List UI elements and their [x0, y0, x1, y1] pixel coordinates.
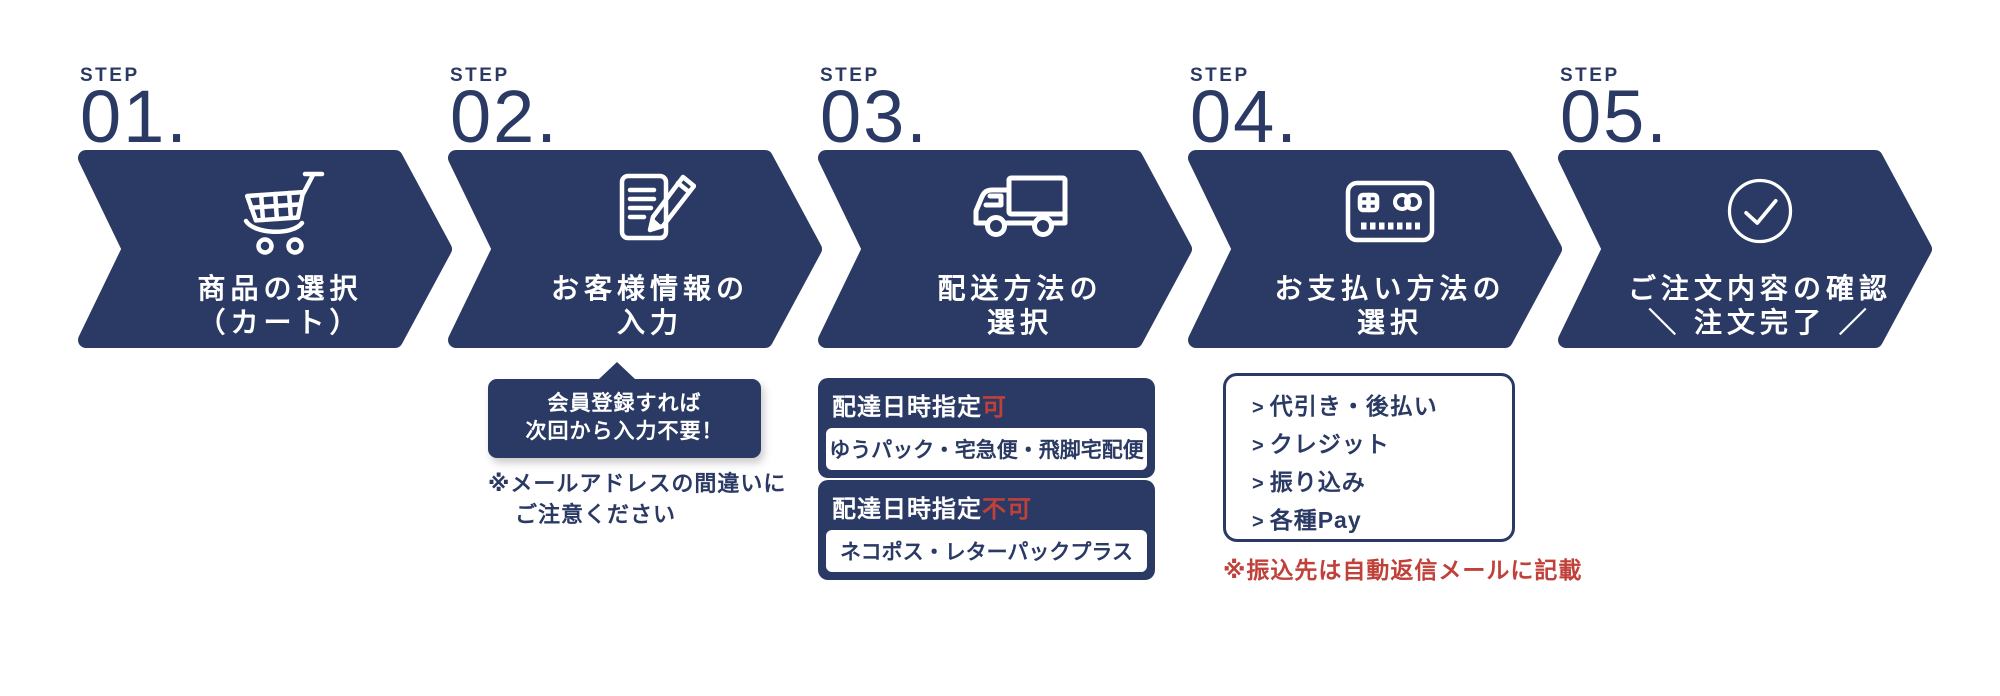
- chevron-right-icon: >: [1252, 473, 1265, 495]
- delivery-ok-flag: 可: [982, 394, 1007, 421]
- step-label: 配送方法の 選択: [937, 273, 1103, 338]
- chevron-right-icon: >: [1252, 397, 1265, 419]
- delivery-ng-carriers: ネコポス・レターパックプラス: [826, 530, 1147, 572]
- step-number: 01.: [80, 75, 189, 158]
- step-number: 04.: [1190, 75, 1299, 158]
- payment-option: >代引き・後払い: [1252, 393, 1438, 419]
- delivery-date-ok-box: 配達日時指定可 ゆうパック・宅急便・飛脚宅配便: [818, 378, 1155, 478]
- step-word: STEP: [1560, 65, 1620, 86]
- chevron-shape: [1558, 150, 1932, 348]
- chevron-shape: [78, 150, 452, 348]
- chevron-shape: [818, 150, 1192, 348]
- membership-tooltip: 会員登録すれば 次回から入力不要！: [488, 362, 761, 458]
- step-number: 03.: [820, 75, 929, 158]
- step-1-product-selection: STEP 01. 商品の選択 （カート）: [78, 66, 452, 348]
- tooltip-pointer: [599, 362, 635, 379]
- step-label: ご注文内容の確認 ＼ 注文完了 ／: [1627, 273, 1892, 338]
- delivery-ok-header: 配達日時指定: [832, 394, 982, 421]
- step-number: 02.: [450, 75, 559, 158]
- document-pencil-icon: [619, 173, 696, 241]
- delivery-ok-carriers: ゆうパック・宅急便・飛脚宅配便: [826, 428, 1147, 470]
- tooltip-line-2: 次回から入力不要！: [525, 420, 724, 443]
- step-5-order-confirmation: STEP 05. ご注文内容の確認 ＼ 注文完了 ／: [1558, 66, 1932, 348]
- step-word: STEP: [820, 65, 880, 86]
- step-word: STEP: [80, 65, 140, 86]
- payment-option: >各種Pay: [1252, 507, 1362, 533]
- chevron-shape: [448, 150, 822, 348]
- email-caution-note: ※メールアドレスの間違いに ご注意ください: [488, 468, 786, 530]
- tooltip-line-1: 会員登録すれば: [547, 392, 702, 415]
- chevron-right-icon: >: [1252, 511, 1265, 533]
- payment-option: >振り込み: [1252, 469, 1366, 495]
- caution-line-2: ご注意ください: [515, 502, 677, 527]
- step-3-shipping-method: STEP 03. 配送方法の 選択: [818, 66, 1192, 348]
- step-word: STEP: [450, 65, 510, 86]
- chevron-right-icon: >: [1252, 435, 1265, 457]
- caution-line-1: ※メールアドレスの間違いに: [488, 471, 787, 496]
- step-number: 05.: [1560, 75, 1669, 158]
- step-label: お支払い方法の 選択: [1274, 273, 1506, 338]
- chevron-shape: [1188, 150, 1562, 348]
- truck-icon: [973, 175, 1068, 237]
- step-label: 商品の選択 （カート）: [197, 273, 363, 338]
- payment-option: >クレジット: [1252, 431, 1390, 457]
- check-circle-icon: [1727, 178, 1793, 244]
- payment-options-box: >代引き・後払い >クレジット >振り込み >各種Pay: [1223, 373, 1515, 542]
- cart-icon: [243, 171, 325, 255]
- step-2-customer-info: STEP 02. お客様情報の 入力: [448, 66, 822, 348]
- step-word: STEP: [1190, 65, 1250, 86]
- delivery-ng-flag: 不可: [982, 496, 1032, 523]
- step-label: お客様情報の 入力: [550, 273, 749, 338]
- credit-card-icon: [1345, 180, 1435, 243]
- step-4-payment-method: STEP 04. お支払い方法の 選択: [1188, 66, 1562, 348]
- delivery-date-ng-box: 配達日時指定不可 ネコポス・レターパックプラス: [818, 480, 1155, 580]
- bank-transfer-note: ※振込先は自動返信メールに記載: [1223, 557, 1583, 583]
- delivery-ng-header: 配達日時指定: [832, 496, 982, 523]
